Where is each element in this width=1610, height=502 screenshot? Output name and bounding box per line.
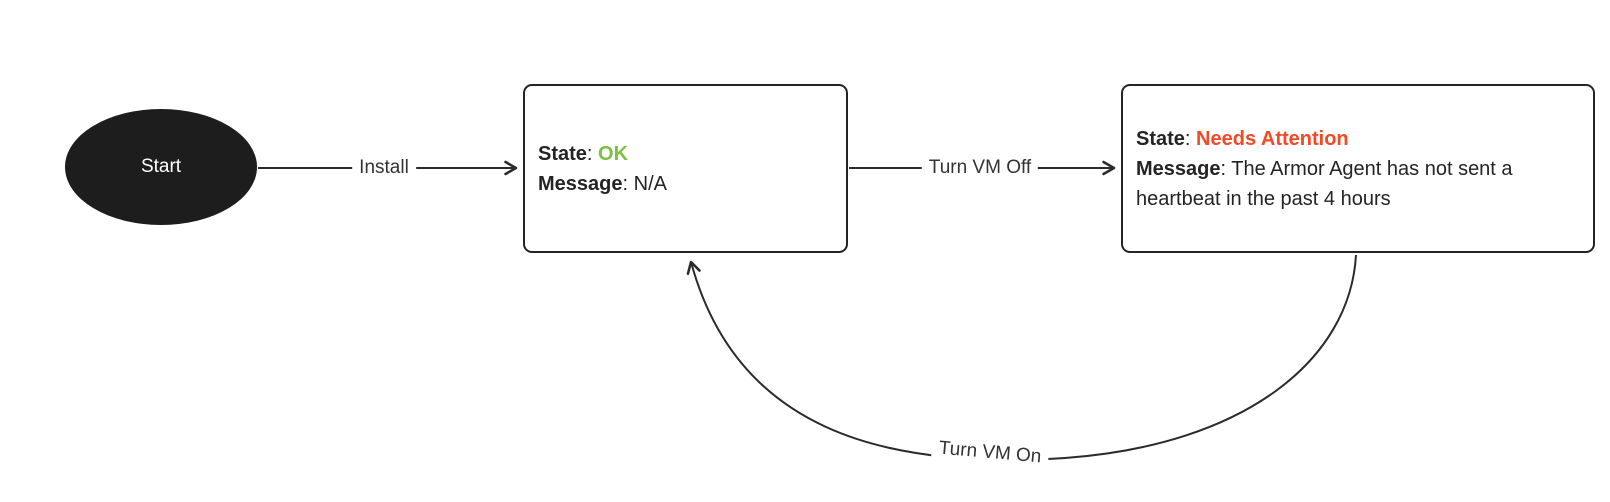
state-needs-attention-node: State: Needs Attention Message: The Armo… [1121, 84, 1595, 253]
separator: : [1184, 127, 1197, 150]
edge-label-turn-vm-off: Turn VM Off [921, 156, 1039, 180]
state-ok-node: State: OK Message: N/A [523, 84, 848, 253]
message-label: Message [1136, 157, 1221, 180]
message-value: N/A [633, 172, 667, 195]
state-label: State [538, 142, 587, 165]
separator: : [586, 142, 599, 165]
message-line: Message: The Armor Agent has not sent a … [1136, 154, 1580, 214]
separator: : [1220, 157, 1232, 180]
separator: : [622, 172, 634, 195]
state-line: State: Needs Attention [1136, 124, 1580, 154]
edge-turn-vm-on-line [686, 254, 1357, 461]
state-line: State: OK [538, 139, 833, 169]
state-label: State [1136, 127, 1185, 150]
state-value-ok: OK [598, 142, 629, 165]
state-value-needs-attention: Needs Attention [1196, 127, 1349, 150]
edge-label-install: Install [352, 156, 416, 180]
start-node-label: Start [140, 156, 182, 177]
message-label: Message [538, 172, 623, 195]
start-node: Start [65, 109, 257, 225]
message-value: The Armor Agent has not sent a heartbeat… [1136, 157, 1513, 210]
message-line: Message: N/A [538, 169, 833, 199]
